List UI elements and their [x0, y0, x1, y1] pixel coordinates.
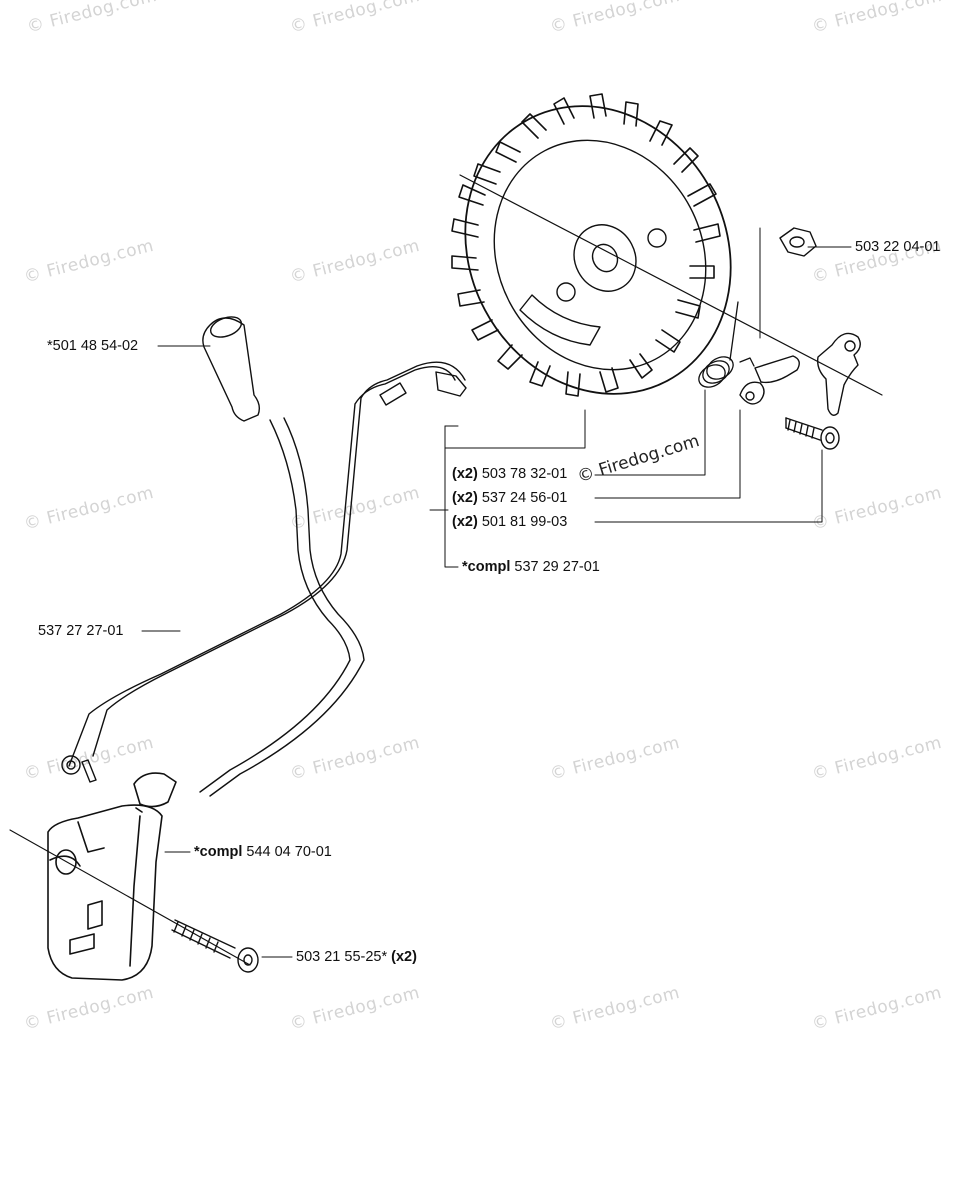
label-pawl-spring: (x2) 503 78 32-01 [452, 466, 568, 482]
spark-plug-cap [157, 316, 261, 422]
pawl-link [816, 332, 861, 416]
label-pawl: (x2) 537 24 56-01 [452, 490, 568, 506]
ht-lead [199, 417, 365, 797]
label-spark-cap: *501 48 54-02 [47, 338, 139, 354]
label-module-screw: 503 21 55-25* (x2) [296, 949, 417, 965]
label-wire-harness: 537 27 27-01 [38, 623, 124, 639]
label-flywheel-assembly: *compl 537 29 27-01 [462, 559, 600, 575]
leader-lines [429, 227, 852, 568]
label-nut: 503 22 04-01 [855, 239, 941, 255]
label-pawl-screw: (x2) 501 81 99-03 [452, 514, 568, 530]
wire-harness [61, 361, 467, 783]
module-screw [171, 919, 293, 973]
pawl [739, 355, 800, 405]
flywheel [451, 93, 883, 397]
nut [779, 227, 817, 257]
pawl-screw [785, 417, 840, 450]
spring [698, 301, 755, 388]
label-ignition-module: *compl 544 04 70-01 [194, 844, 332, 860]
ignition-module [9, 772, 251, 981]
